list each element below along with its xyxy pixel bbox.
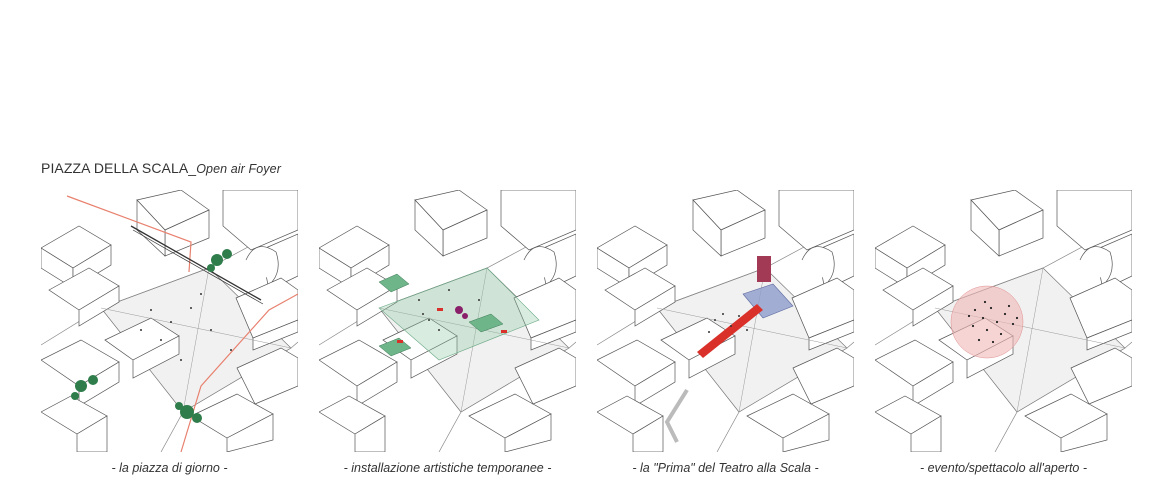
red-carpet [697,304,763,358]
panel-outdoor-event [875,190,1132,452]
poster [757,256,771,282]
caption-art-installations: - installazione artistiche temporanee - [343,461,552,475]
caption-outdoor-event: - evento/spettacolo all'aperto - [919,461,1088,475]
caption-scala-premiere: - la "Prima" del Teatro alla Scala - [632,461,819,475]
event-area [950,285,1024,359]
caption-square-daytime: - la piazza di giorno - [111,461,228,475]
installation-platform [468,313,504,333]
panel-square-daytime [41,190,298,452]
title-subtitle: Open air Foyer [196,162,281,176]
panel-art-installations [319,190,576,452]
drawing-title: PIAZZA DELLA SCALA_Open air Foyer [41,160,281,176]
installation-platform [378,273,410,293]
pedestrian-route-south [180,293,298,452]
tree-group [71,249,232,423]
title-main: PIAZZA DELLA SCALA_ [41,160,197,176]
panel-scala-premiere [597,190,854,452]
